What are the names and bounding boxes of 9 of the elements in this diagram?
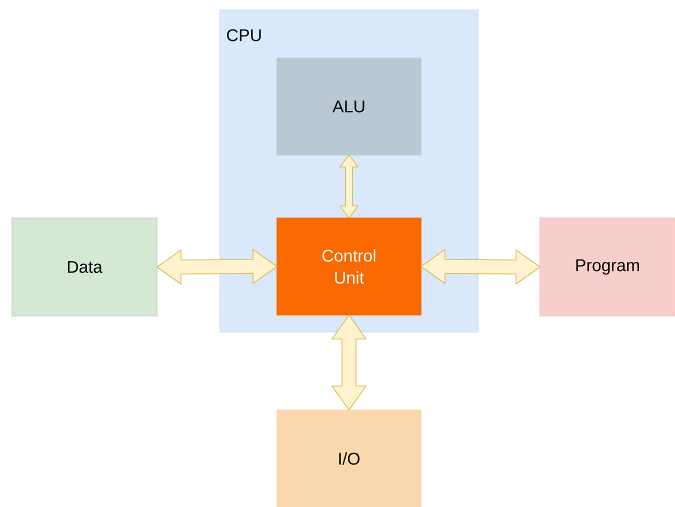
process-box: Data [12, 218, 158, 316]
process-box: I/O [276, 410, 422, 507]
process-box: ALU [276, 58, 422, 156]
process-box: Control Unit [276, 218, 422, 316]
double-arrow [420, 249, 540, 284]
double-arrow [332, 314, 366, 410]
process-box: Program [540, 218, 675, 316]
double-arrow [156, 249, 278, 284]
double-arrow [340, 154, 358, 218]
